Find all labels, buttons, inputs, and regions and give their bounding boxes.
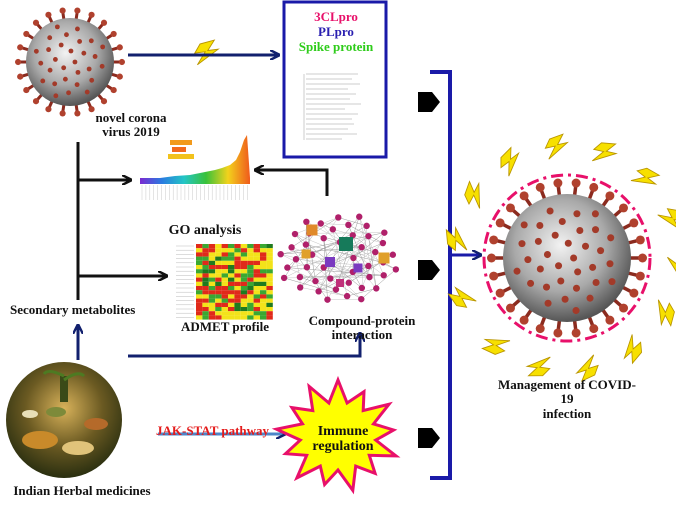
target-spike-protein: Spike protein [298,38,374,54]
target-plpro: PLpro [318,23,354,39]
immune-regulation-burst [271,375,401,495]
arrow-herbs-to-interaction [128,334,360,358]
compound-protein-network [277,213,400,303]
secondary-metabolites-label: Secondary metabolites [10,302,136,317]
go-analysis-chart [140,135,250,200]
management-label: Management of COVID-19 infection [498,377,636,421]
target-proteins-box [282,0,388,159]
sequence-alignment-thumbnail [303,73,361,140]
arrow-network-to-go [256,170,329,196]
admet-profile-label: ADMET profile [181,319,269,334]
jak-stat-label: JAK-STAT pathway [156,423,270,438]
virus-label: novel corona virus 2019 [95,110,167,140]
herbal-medicines-label: Indian Herbal medicines [13,483,151,498]
bracket-pointer-2 [418,260,440,280]
target-3clpro: 3CLpro [314,9,358,24]
right-bracket [430,70,452,480]
coronavirus-icon [15,7,125,117]
lightning-bolt-icon [194,39,219,66]
bracket-pointer-1 [418,92,440,112]
immune-regulation-label: Immune regulation [312,424,374,455]
compound-protein-label: Compound-protein interaction [308,313,416,343]
go-analysis-label: GO analysis [168,223,242,238]
admet-heatmap [176,244,273,320]
bracket-pointer-3 [418,428,440,448]
herbal-medicine-photo [6,362,122,478]
target-proteins-list: 3CLpro PLpro Spike protein [286,9,386,55]
targeted-virus-icon [482,173,652,343]
